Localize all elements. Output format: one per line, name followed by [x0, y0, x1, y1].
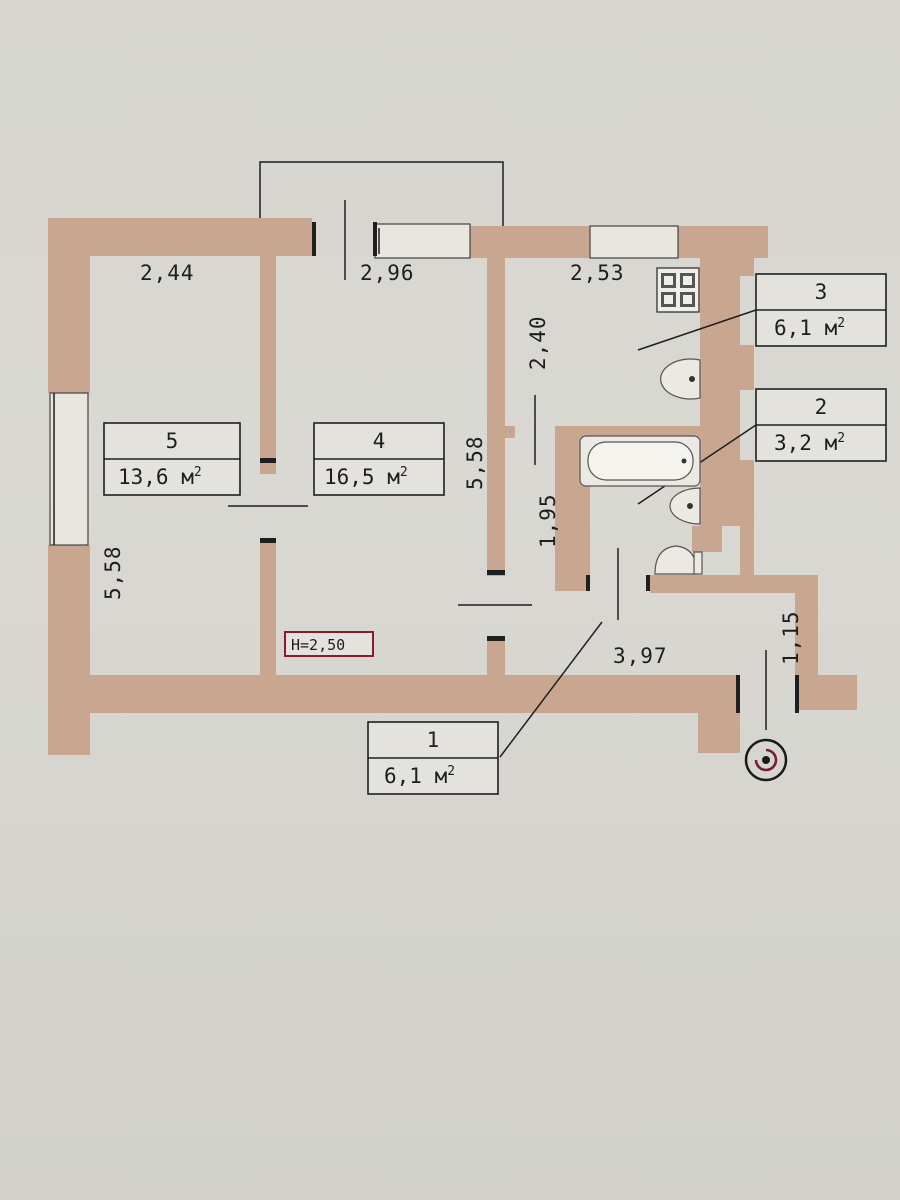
dim-room3-width: 2,53: [570, 261, 625, 285]
room-label-1: 1 6,1 м2: [367, 721, 499, 795]
room-number: 2: [815, 395, 828, 419]
room-label-2: 2 3,2 м2: [755, 388, 887, 462]
toilet-icon: [654, 545, 703, 575]
dim-room3-depth: 2,40: [526, 315, 550, 370]
room-label-5: 5 13,6 м2: [103, 422, 241, 496]
balcony: [259, 161, 504, 228]
dimension-labels: 2,44 2,96 2,53 2,40 5,58 5,58 1,95 3,97 …: [101, 261, 803, 668]
stove-icon: [656, 267, 700, 313]
dim-room5-length: 5,58: [101, 545, 125, 600]
dim-vestibule-width: 1,15: [779, 610, 803, 665]
room-area: 16,5 м2: [324, 465, 408, 489]
dim-bathroom-length: 1,95: [536, 493, 560, 548]
door-lines: [228, 200, 767, 730]
dim-hall-length: 3,97: [613, 644, 668, 668]
sink-icon: [660, 358, 701, 400]
dim-room5-width: 2,44: [140, 261, 195, 285]
ceiling-height-label: H=2,50: [284, 631, 374, 657]
room-area: 13,6 м2: [118, 465, 202, 489]
room-number: 3: [815, 280, 828, 304]
room-label-3: 3 6,1 м2: [755, 273, 887, 347]
washbasin-icon: [669, 487, 701, 525]
room-area: 6,1 м2: [384, 764, 455, 788]
room-area: 3,2 м2: [774, 431, 845, 455]
dim-room4-width: 2,96: [360, 261, 415, 285]
bathtub-icon: [579, 435, 701, 487]
door-jambs: [260, 222, 799, 713]
room-number: 4: [373, 429, 386, 453]
room-label-4: 4 16,5 м2: [313, 422, 445, 496]
ceiling-height-text: H=2,50: [291, 636, 345, 654]
room-number: 5: [166, 429, 179, 453]
dim-room4-length: 5,58: [463, 435, 487, 490]
windows: [49, 223, 679, 546]
room-number: 1: [427, 728, 440, 752]
room-area: 6,1 м2: [774, 316, 845, 340]
entrance-marker-icon: [744, 738, 788, 782]
